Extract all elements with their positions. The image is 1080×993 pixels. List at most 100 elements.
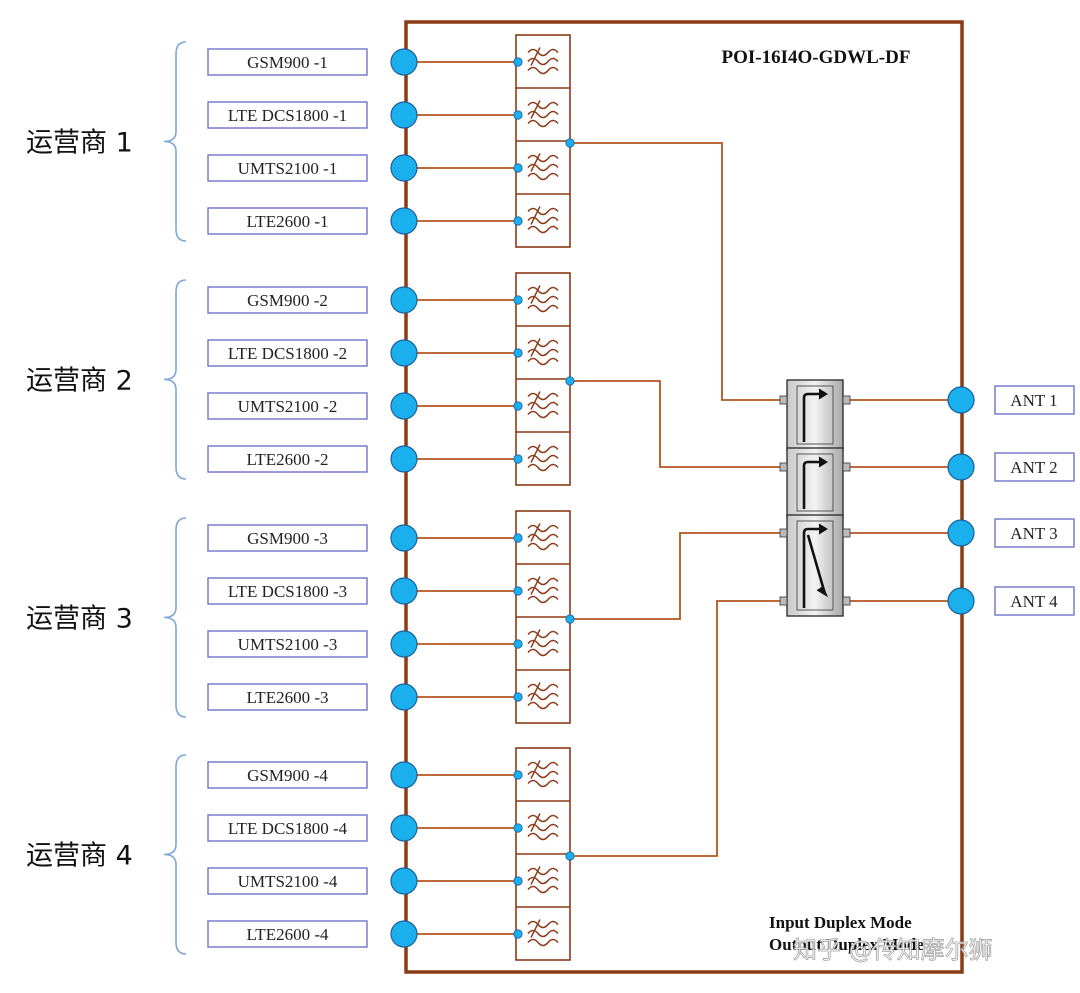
input-port[interactable]: [390, 445, 418, 473]
hybrid-output-pin: [842, 528, 851, 538]
port-label-box: [207, 630, 368, 658]
antenna-port[interactable]: [947, 453, 975, 481]
filter-input-node: [513, 533, 523, 543]
port-label-box: [207, 286, 368, 314]
antenna-label-box: [994, 452, 1075, 482]
operator-group: 运营商 1 GSM900 -1 LTE DCS1800 -1 UMTS2100 -1 L…: [26, 34, 575, 248]
input-port[interactable]: [390, 920, 418, 948]
wiring-layer: [404, 61, 960, 935]
antenna-label: ANT 1: [1010, 391, 1057, 410]
hybrid-input-pin: [779, 462, 788, 472]
filter-input-node: [513, 348, 523, 358]
input-port[interactable]: [390, 154, 418, 182]
port-label-box: [207, 207, 368, 235]
watermark: 知乎 @传知摩尔狮: [793, 936, 993, 964]
filter-input-node: [513, 876, 523, 886]
port-label: LTE DCS1800 -4: [228, 819, 348, 838]
bandpass-filter-icon: [527, 813, 559, 841]
port-label: LTE DCS1800 -1: [228, 106, 347, 125]
port-label: GSM900 -3: [247, 529, 328, 548]
filter-input-node: [513, 454, 523, 464]
input-port[interactable]: [390, 48, 418, 76]
bandpass-filter-icon: [527, 866, 559, 894]
bandpass-filter-icon: [527, 100, 559, 128]
filter-input-node: [513, 216, 523, 226]
operator-groups: 运营商 1 GSM900 -1 LTE DCS1800 -1 UMTS2100 -1 L…: [26, 34, 575, 961]
operator-label: 运营商 4: [26, 841, 133, 872]
port-label: LTE2600 -4: [246, 925, 329, 944]
combiner-node: [565, 851, 575, 861]
port-label: UMTS2100 -1: [238, 159, 338, 178]
port-label: LTE2600 -1: [246, 212, 328, 231]
filter-input-node: [513, 692, 523, 702]
port-label-box: [207, 48, 368, 76]
port-label: LTE2600 -3: [246, 688, 328, 707]
input-port[interactable]: [390, 524, 418, 552]
input-port[interactable]: [390, 286, 418, 314]
port-label-box: [207, 445, 368, 473]
input-port[interactable]: [390, 761, 418, 789]
input-port[interactable]: [390, 101, 418, 129]
combined-output-wire: [570, 532, 787, 620]
poi-enclosure: [404, 20, 964, 974]
combined-output-wire: [570, 600, 787, 857]
port-label: GSM900 -2: [247, 291, 328, 310]
filter-input-node: [513, 401, 523, 411]
antenna-port[interactable]: [947, 386, 975, 414]
hybrid-combiner-icon: [786, 379, 844, 451]
input-port[interactable]: [390, 339, 418, 367]
bandpass-filter-icon: [527, 919, 559, 947]
bandpass-filter-icon: [527, 206, 559, 234]
port-label: LTE DCS1800 -2: [228, 344, 347, 363]
filter-input-node: [513, 639, 523, 649]
port-label-box: [207, 920, 368, 948]
port-label-box: [207, 392, 368, 420]
bandpass-filter-icon: [527, 338, 559, 366]
combiner-node: [565, 614, 575, 624]
port-label-box: [207, 577, 368, 605]
port-label-box: [207, 683, 368, 711]
antenna-port[interactable]: [947, 519, 975, 547]
output-mode-note: Output Duplex Mode: [769, 935, 924, 954]
bandpass-filter-icon: [527, 391, 559, 419]
operator-label: 运营商 1: [26, 128, 133, 159]
port-label: UMTS2100 -3: [238, 635, 338, 654]
port-label-box: [207, 339, 368, 367]
input-port[interactable]: [390, 867, 418, 895]
port-label-box: [207, 761, 368, 789]
operator-label: 运营商 2: [26, 366, 133, 397]
port-label: GSM900 -1: [247, 53, 328, 72]
input-port[interactable]: [390, 630, 418, 658]
filter-input-node: [513, 163, 523, 173]
group-brace: [163, 754, 187, 955]
antenna-port[interactable]: [947, 587, 975, 615]
port-label: GSM900 -4: [247, 766, 328, 785]
hybrid-combiner-icon: [786, 514, 844, 617]
input-port[interactable]: [390, 683, 418, 711]
input-port[interactable]: [390, 392, 418, 420]
hybrid-output-pin: [842, 462, 851, 472]
input-port[interactable]: [390, 577, 418, 605]
operator-label: 运营商 3: [26, 604, 133, 635]
hybrid-output-pin: [842, 596, 851, 606]
antenna-label-box: [994, 586, 1075, 616]
input-port[interactable]: [390, 814, 418, 842]
hybrid-input-pin: [779, 596, 788, 606]
antenna-label: ANT 4: [1010, 592, 1058, 611]
port-label-box: [207, 867, 368, 895]
filter-input-node: [513, 770, 523, 780]
bandpass-filter-icon: [527, 444, 559, 472]
bandpass-filter-icon: [527, 153, 559, 181]
combined-output-wire: [570, 142, 787, 401]
antenna-label: ANT 3: [1010, 524, 1057, 543]
hybrid-combiner-stack: [779, 379, 851, 617]
port-label: LTE2600 -2: [246, 450, 328, 469]
antenna-label-box: [994, 518, 1075, 548]
device-title: POI-16I4O-GDWL-DF: [722, 47, 911, 68]
filter-input-node: [513, 586, 523, 596]
input-port[interactable]: [390, 207, 418, 235]
